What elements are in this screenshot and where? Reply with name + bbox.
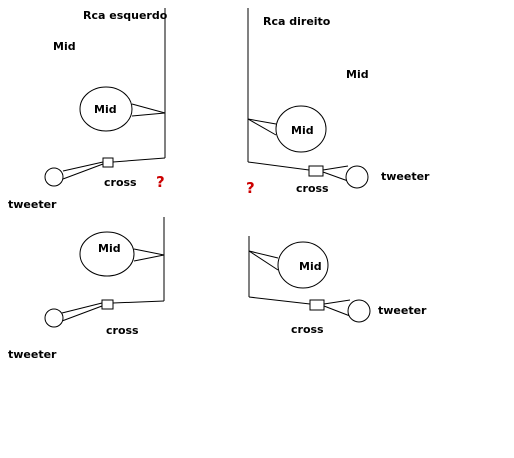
tweeter-wire (323, 299, 351, 305)
tweeter-speaker-bottom-right (347, 299, 371, 323)
rca-left-label: Rca esquerdo (83, 9, 168, 22)
question-mark-left: ? (156, 173, 165, 191)
cross-label: cross (296, 182, 329, 195)
cross-wire (112, 157, 166, 163)
tweeter-wire (323, 305, 351, 317)
mid-speaker-top-left (79, 86, 133, 132)
mid-label: Mid (346, 68, 369, 81)
crossover-box-bottom-right (309, 299, 325, 311)
mid-wire (131, 112, 166, 117)
tweeter-speaker-top-left (44, 167, 64, 187)
mid-wire (248, 250, 279, 259)
mid-wire (247, 118, 277, 136)
tweeter-wire (62, 163, 104, 180)
crossover-box-top-left (102, 157, 114, 168)
mid-wire (133, 248, 165, 256)
tweeter-label: tweeter (8, 348, 57, 361)
cross-wire (248, 296, 311, 305)
mid-label: Mid (53, 40, 76, 53)
tweeter-speaker-top-right (345, 165, 369, 189)
crossover-box-bottom-left (101, 299, 114, 310)
tweeter-wire (322, 165, 349, 171)
cross-wire (112, 300, 165, 304)
tweeter-wire (61, 305, 103, 322)
cross-label: cross (104, 176, 137, 189)
mid-wire (248, 250, 279, 271)
mid-wire (247, 118, 277, 125)
tweeter-label: tweeter (381, 170, 430, 183)
cross-label: cross (291, 323, 324, 336)
rca-right-label: Rca direito (263, 15, 331, 28)
tweeter-wire (61, 302, 103, 314)
mid-speaker-label: Mid (291, 124, 314, 137)
cross-wire (247, 161, 310, 171)
crossover-box-top-right (308, 165, 324, 177)
mid-speaker-label: Mid (98, 242, 121, 255)
tweeter-speaker-bottom-left (44, 308, 64, 328)
tweeter-label: tweeter (8, 198, 57, 211)
mid-wire (131, 103, 166, 114)
mid-speaker-bottom-left (79, 231, 135, 277)
tweeter-wire (62, 161, 104, 172)
mid-wire (133, 254, 165, 262)
mid-speaker-label: Mid (94, 103, 117, 116)
question-mark-right: ? (246, 179, 255, 197)
cross-label: cross (106, 324, 139, 337)
mid-speaker-top-right (275, 105, 327, 153)
mid-speaker-bottom-right (277, 241, 329, 289)
mid-speaker-label: Mid (299, 260, 322, 273)
tweeter-label: tweeter (378, 304, 427, 317)
tweeter-wire (322, 171, 349, 182)
